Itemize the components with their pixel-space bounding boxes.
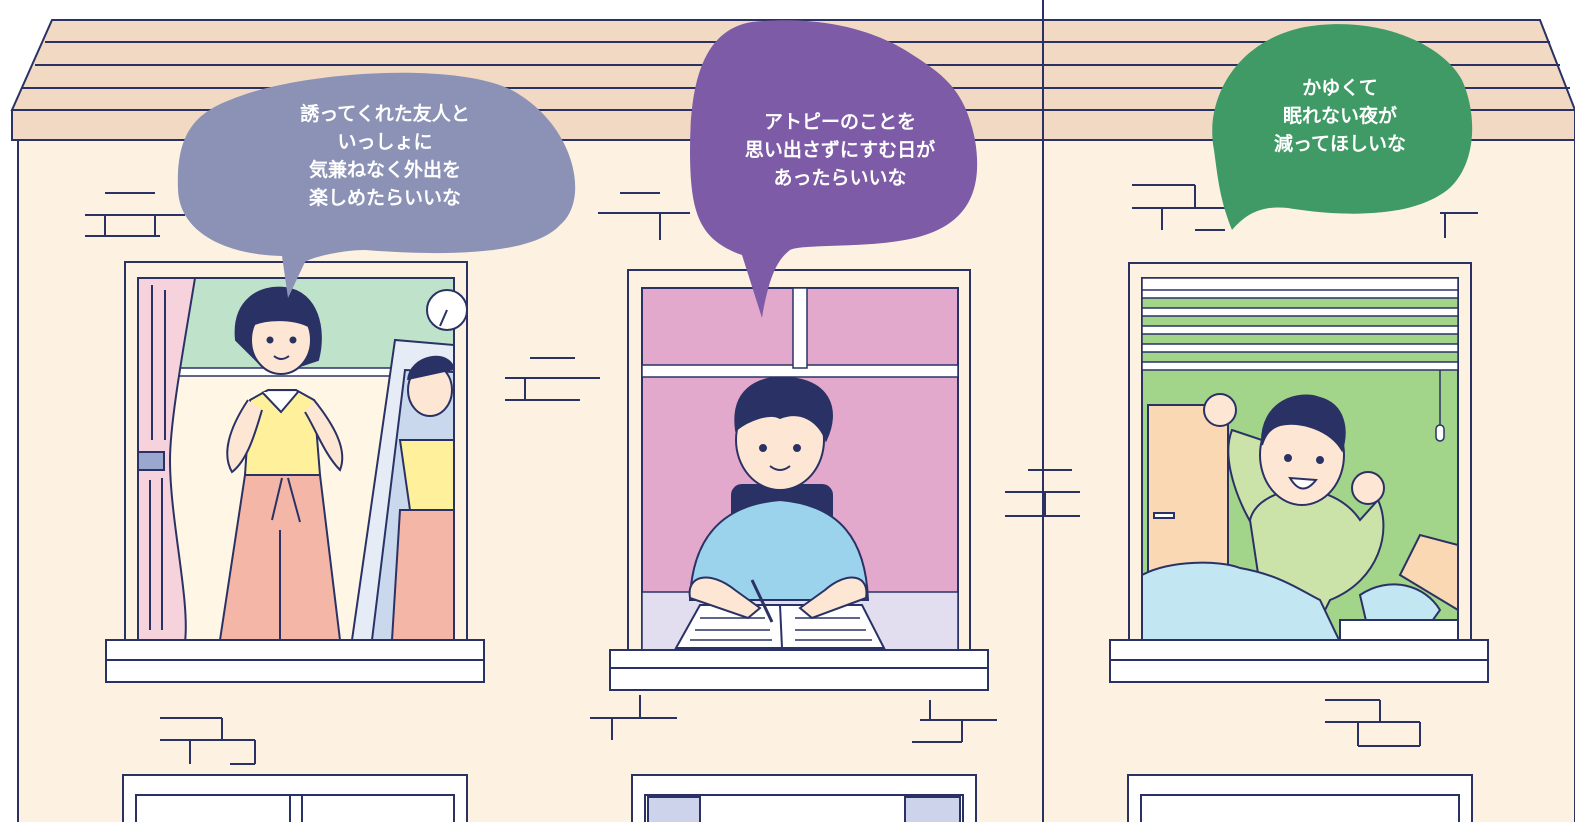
student-figure [674,376,886,649]
speech-line: 楽しめたらいいな [308,187,461,209]
speech-line: 眠れない夜が [1282,105,1397,127]
speech-bubble-woman [177,72,576,298]
window-blind [1141,277,1459,442]
speech-line: あったらいいな [773,167,907,189]
speech-line: 気兼ねなく外出を [308,159,461,181]
speech-line: 思い出さずにすむ日が [744,139,936,161]
speech-line: 減ってほしいな [1273,133,1407,155]
window-man [1109,262,1489,683]
window-woman [105,261,485,683]
speech-bubble-man [1212,24,1473,230]
window-sill [105,639,485,683]
curtain-pink [137,277,197,643]
speech-text-woman: 誘ってくれた友人と いっしょに 気兼ねなく外出を 楽しめたらいいな [235,100,535,212]
man-figure [1203,393,1385,621]
speech-bubble-student [690,20,978,318]
speech-line: アトピーのことを [763,111,916,133]
bed [1141,533,1459,644]
window-sill [1109,639,1489,683]
speech-text-student: アトピーのことを 思い出さずにすむ日が あったらいいな [690,108,990,192]
brick-accents [85,184,1478,765]
window-student [609,269,989,691]
speech-line: かゆくて [1302,77,1378,99]
speech-line: 誘ってくれた友人と [300,103,470,125]
woman-figure [218,286,344,641]
lower-windows [122,774,1473,826]
window-sill [609,649,989,691]
speech-line: いっしょに [337,131,433,153]
speech-text-man: かゆくて 眠れない夜が 減ってほしいな [1190,74,1490,158]
clock-icon [426,289,468,331]
